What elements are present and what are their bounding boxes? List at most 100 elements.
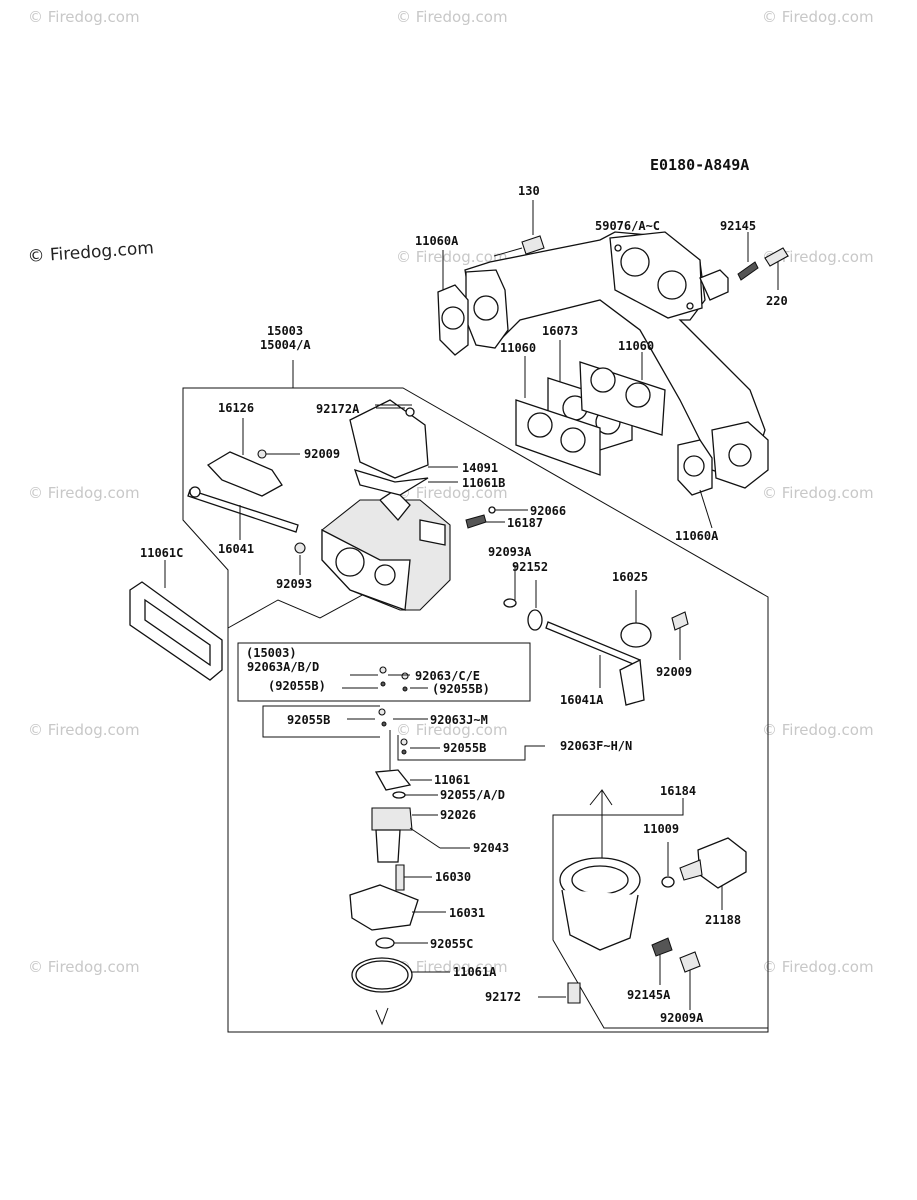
label-11061B: 11061B	[462, 476, 505, 490]
label-92009A: 92009A	[660, 1011, 704, 1025]
leader-lines-center	[342, 674, 470, 973]
label-92063CE: 92063/C/E	[415, 669, 480, 683]
bushing-92152	[527, 580, 543, 631]
label-92063FHN: 92063F~H/N	[560, 739, 632, 753]
label-92055AD: 92055/A/D	[440, 788, 505, 802]
label-92145: 92145	[720, 219, 756, 233]
label-92055C: 92055C	[430, 937, 473, 951]
label-92093: 92093	[276, 577, 312, 591]
gasket-11061B	[353, 469, 429, 496]
watermark: © Firedog.com	[396, 721, 508, 739]
float-bowl	[559, 857, 641, 951]
label-11061C: 11061C	[140, 546, 183, 560]
watermark: © Firedog.com	[28, 958, 140, 976]
watermark: © Firedog.com	[762, 958, 874, 976]
watermarks: © Firedog.com © Firedog.com © Firedog.co…	[27, 8, 874, 976]
label-11061A: 11061A	[453, 965, 497, 979]
gasket-11061C	[129, 560, 223, 681]
spring-92145A	[651, 937, 673, 985]
label-92055B-a: 92055B	[287, 713, 330, 727]
carburetor-body	[321, 489, 451, 611]
label-92055B-left: (92055B)	[268, 679, 326, 693]
watermark: © Firedog.com	[762, 484, 874, 502]
label-16126: 16126	[218, 401, 254, 415]
washer-11009	[661, 842, 675, 888]
label-92009-top: 92009	[304, 447, 340, 461]
label-16041: 16041	[218, 542, 254, 556]
label-16184: 16184	[660, 784, 696, 798]
watermark: © Firedog.com	[762, 248, 874, 266]
label-16187: 16187	[507, 516, 543, 530]
intake-manifold	[464, 231, 769, 489]
label-92145A: 92145A	[627, 988, 671, 1002]
label-92063ABD: 92063A/B/D	[247, 660, 319, 674]
gasket-11060-right	[579, 352, 666, 436]
label-92152: 92152	[512, 560, 548, 574]
spring-92145	[737, 232, 759, 281]
watermark: © Firedog.com	[28, 484, 140, 502]
lever-16126	[206, 418, 283, 497]
label-130: 130	[518, 184, 540, 198]
label-16025: 16025	[612, 570, 648, 584]
solenoid-21188	[679, 837, 747, 910]
clip-92066	[488, 506, 528, 514]
label-14091: 14091	[462, 461, 498, 475]
label-11060-right: 11060	[618, 339, 654, 353]
label-15003: 15003	[267, 324, 303, 338]
watermark: © Firedog.com	[28, 8, 140, 26]
carburetor-assembly-outline	[182, 365, 769, 1033]
label-92043: 92043	[473, 841, 509, 855]
screw-92009-top	[257, 449, 300, 459]
watermark: © Firedog.com	[396, 484, 508, 502]
leader-lines-other	[292, 360, 458, 483]
label-15004: 15004/A	[260, 338, 311, 352]
throttle-plate-16025	[620, 590, 652, 648]
label-11060A-top: 11060A	[415, 234, 459, 248]
label-11060-left: 11060	[500, 341, 536, 355]
label-220: 220	[766, 294, 788, 308]
screw-92009A	[679, 951, 701, 1010]
jet-group-box	[237, 642, 531, 702]
screw-92009-right	[671, 611, 689, 660]
label-92093A: 92093A	[488, 545, 532, 559]
label-92172: 92172	[485, 990, 521, 1004]
pilot-jet-bracket	[262, 705, 545, 770]
o-ring-11061A	[351, 957, 413, 1026]
label-92009-right: 92009	[656, 665, 692, 679]
screw-220	[764, 247, 789, 290]
watermark-main: © Firedog.com	[27, 238, 155, 267]
label-92063JM: 92063J~M	[430, 713, 488, 727]
plate-14091	[349, 399, 429, 479]
label-16041A: 16041A	[560, 693, 604, 707]
watermark: © Firedog.com	[762, 721, 874, 739]
watermark: © Firedog.com	[28, 721, 140, 739]
label-16031: 16031	[449, 906, 485, 920]
washer-92093	[294, 542, 306, 575]
ring-92055C	[375, 937, 395, 949]
watermark: © Firedog.com	[396, 8, 508, 26]
label-11060A-bottom: 11060A	[675, 529, 719, 543]
watermark: © Firedog.com	[762, 8, 874, 26]
ring-92093A	[503, 565, 517, 608]
label-92026: 92026	[440, 808, 476, 822]
label-59076: 59076/A~C	[595, 219, 660, 233]
label-16030: 16030	[435, 870, 471, 884]
float-16031	[349, 884, 419, 931]
part-labels: 130 59076/A~C 92145 220 11060A 16073 110…	[140, 184, 788, 1025]
label-21188: 21188	[705, 913, 741, 927]
label-11061: 11061	[434, 773, 470, 787]
label-92055B-right: (92055B)	[432, 682, 490, 696]
screw-92172	[538, 982, 581, 1004]
label-16073: 16073	[542, 324, 578, 338]
label-92172A: 92172A	[316, 402, 360, 416]
shaft-16041A	[545, 621, 645, 706]
shaft-16041	[187, 486, 299, 540]
nozzle-assembly	[371, 769, 441, 891]
label-92055B-b: 92055B	[443, 741, 486, 755]
gasket-11060A-top	[437, 250, 469, 356]
screw-16187	[465, 514, 505, 529]
label-92066: 92066	[530, 504, 566, 518]
label-box-15003: (15003)	[246, 646, 297, 660]
diagram-code: E0180-A849A	[650, 156, 749, 174]
